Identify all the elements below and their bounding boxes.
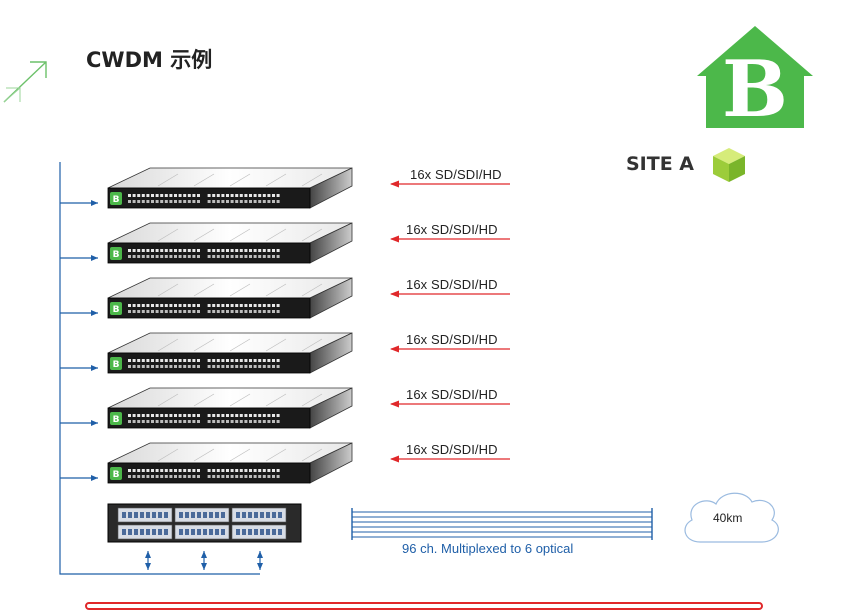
converter-stack [107,167,353,484]
signal-label: 16x SD/SDI/HD [406,332,498,347]
signal-label: 16x SD/SDI/HD [406,277,498,292]
bus-arrows [60,200,98,481]
input-arrows [390,180,510,463]
mux-label: 96 ch. Multiplexed to 6 optical [402,541,574,556]
logo-letter: B [722,44,788,130]
brand-logo: B [697,26,813,130]
optical-fibre-bundle [351,508,653,540]
page-title: CWDM 示例 [86,48,213,72]
corner-arrow-icon [3,61,47,103]
bus-line [59,162,260,575]
site-label: SITE A [626,153,695,175]
mux-link-arrows [145,551,263,570]
converter-unit [107,277,353,319]
cwdm-mux-chassis [107,503,302,543]
bottom-red-bar [85,602,763,610]
cloud-shape [684,492,779,543]
signal-label: 16x SD/SDI/HD [406,442,498,457]
cloud-label: 40km [713,511,743,525]
cube-icon [713,148,745,182]
converter-unit [107,387,353,429]
converter-unit [107,442,353,484]
converter-unit [107,167,353,209]
converter-unit [107,332,353,374]
signal-label: 16x SD/SDI/HD [406,387,498,402]
converter-unit [107,222,353,264]
signal-label: 16x SD/SDI/HD [406,222,498,237]
signal-label: 16x SD/SDI/HD [410,167,502,182]
